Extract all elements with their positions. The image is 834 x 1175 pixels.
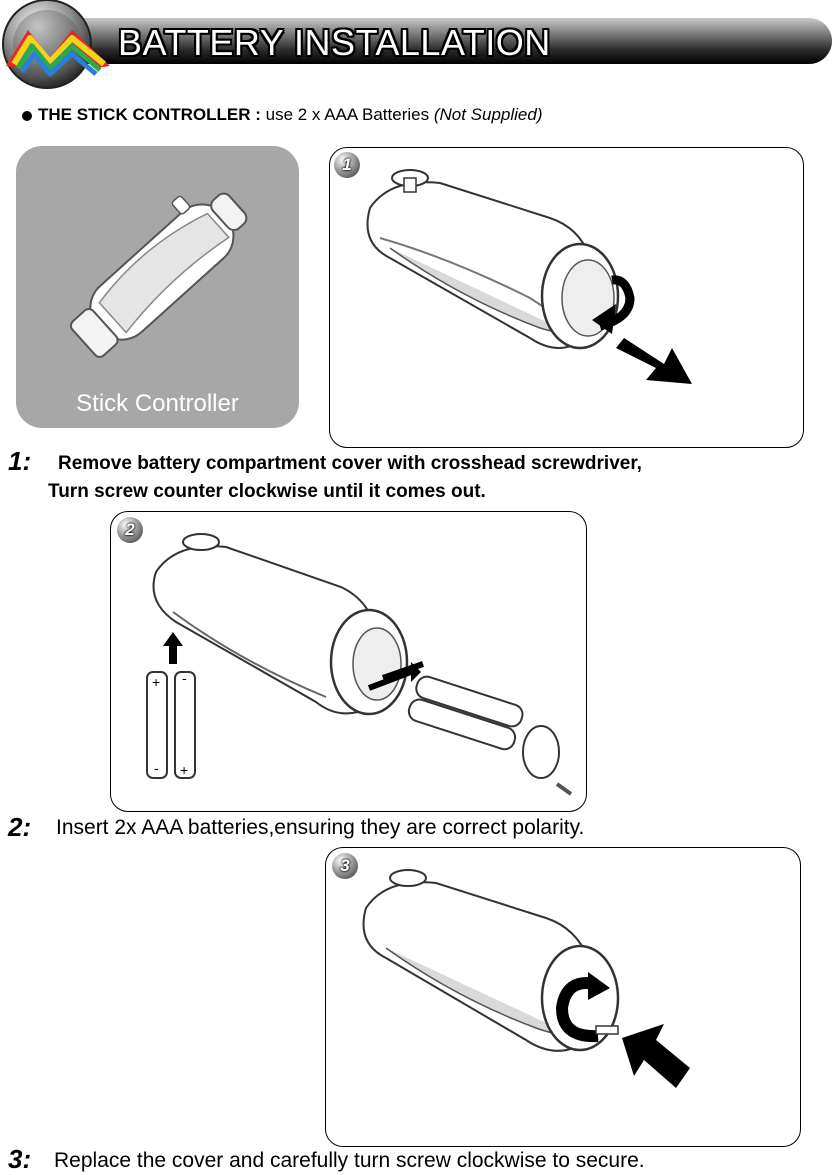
controller-replace-cover-illustration [326,848,800,1146]
step-1-text-line2: Turn screw counter clockwise until it co… [48,481,486,503]
page-title: BATTERY INSTALLATION [118,20,551,66]
brand-logo [0,0,124,90]
intro-text: use 2 x AAA Batteries [266,105,434,124]
step-1-text-line1: Remove battery compartment cover with cr… [58,453,642,475]
step-2-illustration-panel: 2 + - - + [110,511,587,812]
controller-remove-cover-illustration [330,148,803,447]
step-3-illustration-panel: 3 [325,847,801,1147]
battery-1-plus-label: + [152,674,160,690]
product-tile-label: Stick Controller [16,390,299,418]
battery-1-minus-label: - [154,760,159,776]
page-header: BATTERY INSTALLATION [0,0,834,90]
stick-controller-image [16,146,299,386]
step-3-number: 3: [8,1144,31,1175]
intro-separator: : [251,105,266,124]
product-tile: Stick Controller [16,146,299,428]
step-3-text: Replace the cover and carefully turn scr… [54,1149,645,1173]
intro-note: (Not Supplied) [434,105,543,124]
intro-line: THE STICK CONTROLLER : use 2 x AAA Batte… [22,105,543,125]
bullet-icon [22,111,32,121]
battery-2-plus-label: + [180,762,188,778]
step-2-text: Insert 2x AAA batteries,ensuring they ar… [56,816,584,840]
battery-2-minus-label: - [182,670,187,686]
step-2-number: 2: [8,812,31,843]
intro-label: THE STICK CONTROLLER [38,105,251,124]
step-1-number: 1: [8,446,31,477]
step-1-illustration-panel: 1 [329,147,804,448]
